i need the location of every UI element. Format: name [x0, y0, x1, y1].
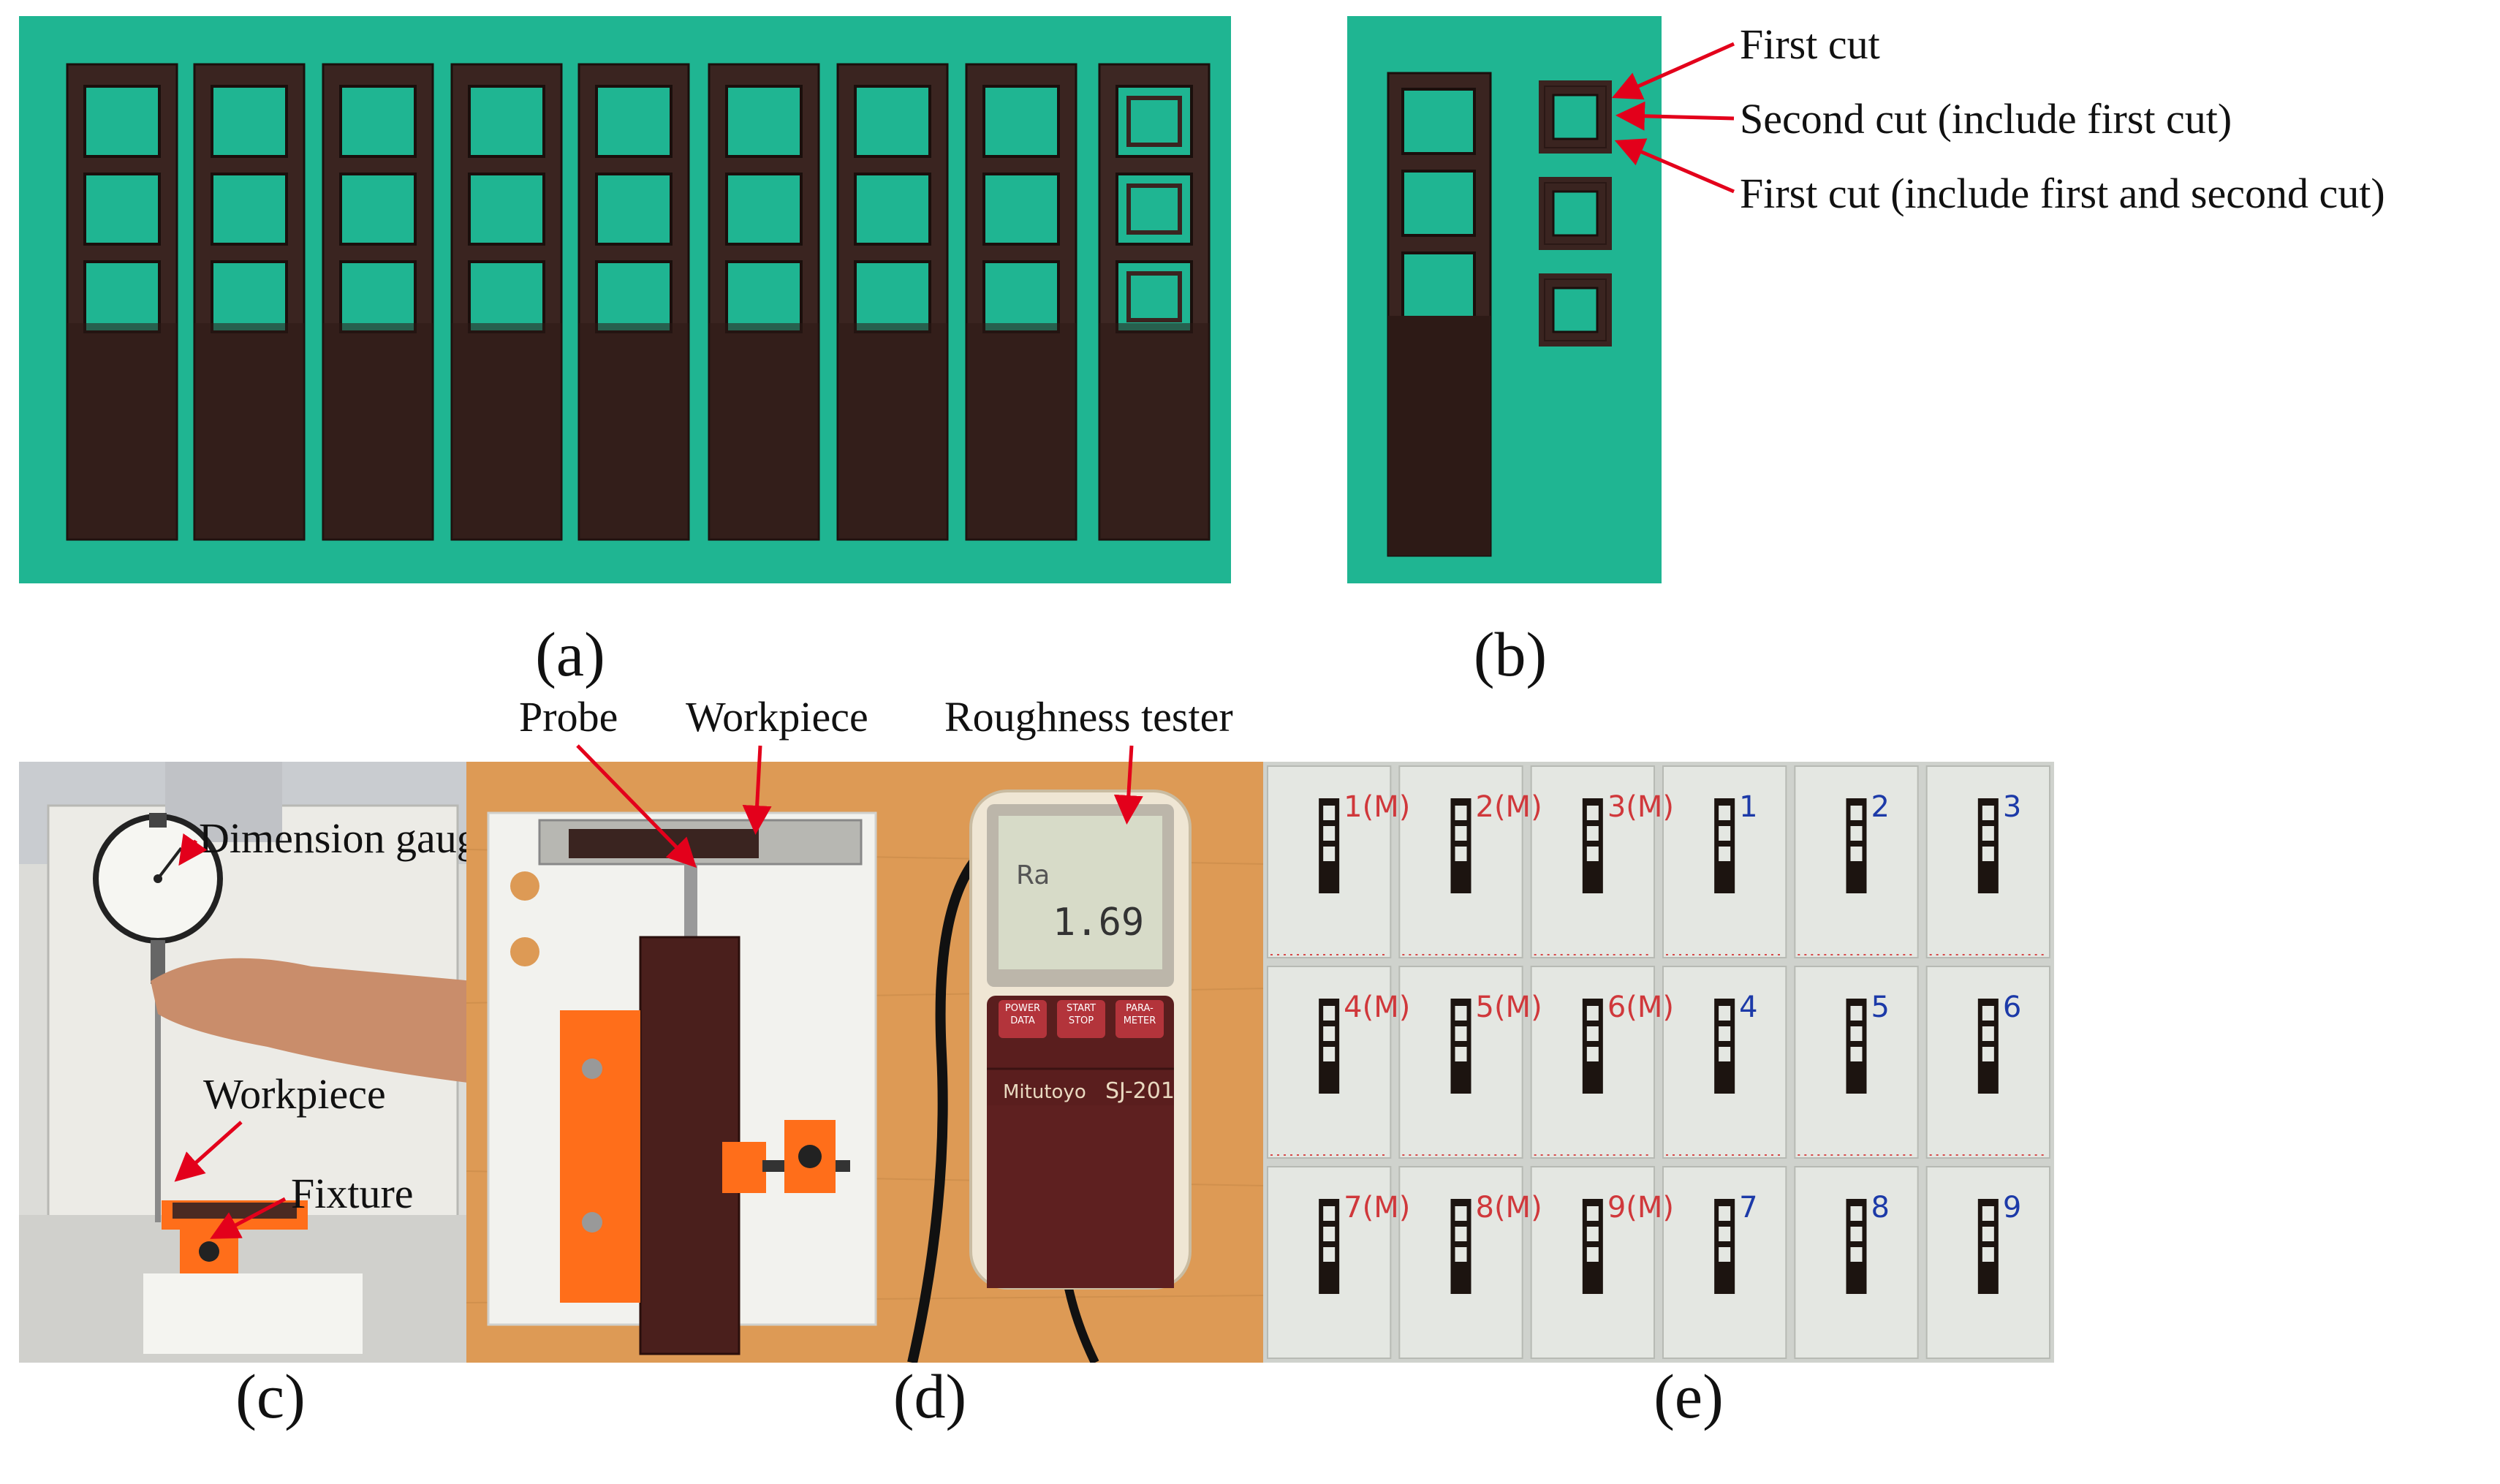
device-power-button[interactable]: POWER DATA — [999, 1003, 1047, 1028]
device-parameter-button[interactable]: PARA- METER — [1115, 1003, 1164, 1028]
caption-e: (e) — [1654, 1361, 1724, 1431]
panel-d-photo — [466, 762, 1266, 1363]
part-2 — [193, 63, 306, 541]
para-label: PARA- — [1126, 1003, 1154, 1014]
label-workpiece-d: Workpiece — [686, 693, 868, 741]
bag-label: 6(M) — [1607, 991, 1674, 1024]
caption-b: (b) — [1473, 619, 1548, 689]
bag-label: 7(M) — [1344, 1191, 1411, 1224]
bag-label: 1(M) — [1344, 790, 1411, 824]
label-first-cut: First cut — [1740, 20, 1880, 68]
bag-label: 8 — [1871, 1191, 1890, 1224]
caption-c: (c) — [235, 1361, 306, 1431]
label-fixture: Fixture — [291, 1170, 414, 1217]
bag-label: 3(M) — [1607, 790, 1674, 824]
label-second-cut: Second cut (include first cut) — [1740, 95, 2232, 143]
label-probe: Probe — [519, 693, 618, 741]
stop-label: STOP — [1068, 1015, 1094, 1026]
panel-c-photo — [19, 762, 474, 1363]
label-roughness-tester: Roughness tester — [944, 693, 1233, 741]
device-start-button[interactable]: START STOP — [1057, 1003, 1105, 1028]
start-label: START — [1066, 1003, 1096, 1014]
caption-a: (a) — [535, 619, 605, 689]
bag-label: 2(M) — [1475, 790, 1542, 824]
label-workpiece-c: Workpiece — [203, 1070, 386, 1118]
part-4 — [450, 63, 563, 541]
bag-label: 2 — [1871, 790, 1890, 824]
bag-label: 5 — [1871, 991, 1890, 1024]
part-8 — [965, 63, 1077, 541]
part-9 — [1098, 63, 1211, 541]
caption-d: (d) — [893, 1361, 967, 1431]
bag-label: 1 — [1739, 790, 1758, 824]
device-screen-value: 1.69 — [1053, 901, 1145, 944]
sample-bag — [1398, 966, 1523, 1159]
label-dimension-gauge: Dimension gauge — [199, 814, 497, 862]
meter-label: METER — [1123, 1015, 1156, 1026]
part-3 — [322, 63, 434, 541]
label-first-cut-incl: First cut (include first and second cut) — [1740, 170, 2385, 217]
bag-label: 9(M) — [1607, 1191, 1674, 1224]
sample-bag — [1267, 1166, 1392, 1359]
bag-label: 5(M) — [1475, 991, 1542, 1024]
data-label: DATA — [1010, 1015, 1035, 1026]
sample-bag — [1530, 765, 1655, 958]
bag-label: 9 — [2002, 1191, 2022, 1224]
model-text: SJ-201 — [1105, 1078, 1175, 1104]
bag-label: 4(M) — [1344, 991, 1411, 1024]
part-1 — [66, 63, 178, 541]
device-brand: Mitutoyo SJ-201 — [1003, 1080, 1175, 1102]
panel-b-photo — [1347, 16, 1662, 583]
part-5 — [577, 63, 690, 541]
bag-label: 4 — [1739, 991, 1758, 1024]
power-label: POWER — [1004, 1003, 1041, 1014]
part-6 — [708, 63, 820, 541]
device-screen-param: Ra — [1016, 860, 1050, 890]
bag-label: 6 — [2002, 991, 2022, 1024]
part-7 — [836, 63, 949, 541]
brand-text: Mitutoyo — [1003, 1081, 1086, 1103]
bag-label: 8(M) — [1475, 1191, 1542, 1224]
panel-a-photo — [19, 16, 1231, 583]
bag-label: 3 — [2002, 790, 2022, 824]
bag-label: 7 — [1739, 1191, 1758, 1224]
panel-e-photo — [1263, 762, 2054, 1363]
